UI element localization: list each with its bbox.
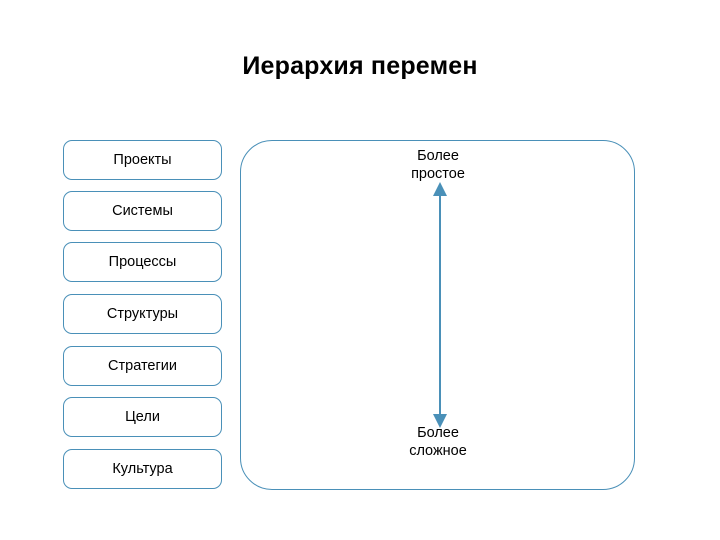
level-box-label: Системы [112,203,173,219]
double-headed-vertical-arrow-icon [433,182,447,428]
level-box-strategii[interactable]: Стратегии [63,346,222,386]
panel-label-simpler-line1: Более [417,148,459,164]
level-box-label: Проекты [113,152,172,168]
panel-label-complex: Более сложное [358,425,518,460]
panel-label-complex-line1: Более [417,425,459,441]
level-box-proekty[interactable]: Проекты [63,140,222,180]
panel-label-simpler-line2: простое [411,165,465,182]
level-box-kultura[interactable]: Культура [63,449,222,489]
panel-label-simpler: Более простое [358,148,518,183]
level-box-label: Стратегии [108,358,177,374]
level-box-celi[interactable]: Цели [63,397,222,437]
level-box-label: Культура [112,461,173,477]
page-title: Иерархия перемен [242,52,478,80]
level-box-label: Цели [125,409,160,425]
level-box-sistemy[interactable]: Системы [63,191,222,231]
complexity-panel [240,140,635,490]
level-box-label: Структуры [106,306,179,322]
panel-label-complex-line2: сложное [409,442,467,459]
level-box-struktury[interactable]: Структуры [63,294,222,334]
level-box-processy[interactable]: Процессы [63,242,222,282]
level-box-label: Процессы [108,254,177,270]
